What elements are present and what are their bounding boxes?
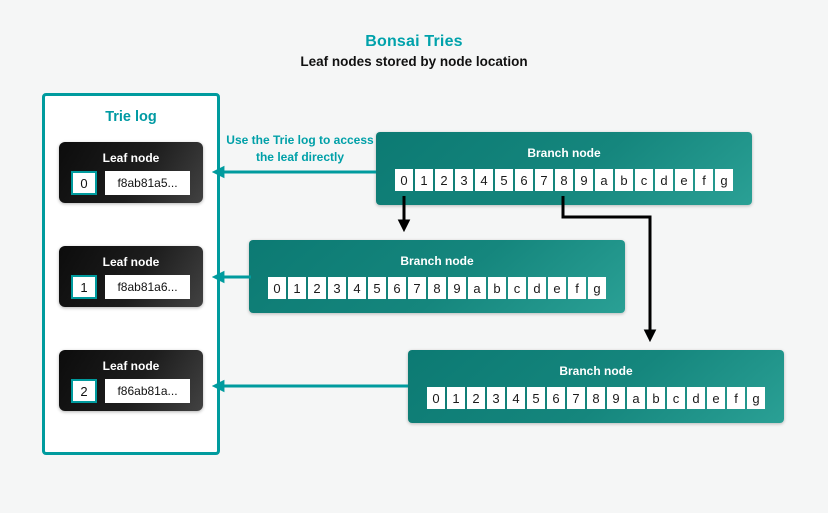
branch-cell: a (595, 169, 613, 191)
leaf-index-badge: 0 (71, 171, 97, 195)
branch-cell: 8 (428, 277, 446, 299)
branch-cell: 2 (467, 387, 485, 409)
branch-cell: c (508, 277, 526, 299)
branch-cell: 4 (348, 277, 366, 299)
leaf-hash-value: f8ab81a6... (105, 275, 190, 299)
page-subtitle: Leaf nodes stored by node location (300, 54, 528, 69)
branch-cell: d (655, 169, 673, 191)
branch-cell: 3 (328, 277, 346, 299)
branch-cell: f (727, 387, 745, 409)
branch-cell: e (675, 169, 693, 191)
leaf-node-label: Leaf node (102, 255, 160, 269)
branch-cell: b (488, 277, 506, 299)
leaf-node-row: 0 f8ab81a5... (71, 171, 190, 195)
leaf-index-badge: 1 (71, 275, 97, 299)
trie-log-annotation: Use the Trie log to access the leaf dire… (226, 133, 374, 165)
branch-node-label: Branch node (527, 146, 601, 160)
branch-cell: 7 (567, 387, 585, 409)
leaf-index-badge: 2 (71, 379, 97, 403)
branch-cell: 4 (475, 169, 493, 191)
branch-cell: 3 (487, 387, 505, 409)
branch-cell: 2 (435, 169, 453, 191)
branch-cell: d (687, 387, 705, 409)
branch-cell: 1 (415, 169, 433, 191)
branch-cell: f (568, 277, 586, 299)
trie-log-title: Trie log (105, 109, 157, 125)
branch-cell: g (715, 169, 733, 191)
branch-cell: f (695, 169, 713, 191)
branch-cell: 0 (268, 277, 286, 299)
branch-node-label: Branch node (400, 254, 474, 268)
branch-cell: e (707, 387, 725, 409)
branch-cell: b (647, 387, 665, 409)
branch-cell: 8 (555, 169, 573, 191)
leaf-hash-value: f86ab81a... (105, 379, 190, 403)
branch-cell: 1 (447, 387, 465, 409)
branch-cell: 6 (515, 169, 533, 191)
branch-cell: 2 (308, 277, 326, 299)
branch-cell: g (747, 387, 765, 409)
branch-cell: e (548, 277, 566, 299)
branch-cell: c (635, 169, 653, 191)
leaf-node-row: 1 f8ab81a6... (71, 275, 190, 299)
leaf-node-label: Leaf node (102, 359, 160, 373)
branch-cell: 9 (448, 277, 466, 299)
leaf-node-card-0: Leaf node 0 f8ab81a5... (59, 142, 203, 203)
branch-cell: a (627, 387, 645, 409)
branch-cell: c (667, 387, 685, 409)
branch-cell: 1 (288, 277, 306, 299)
branch-cell: 5 (368, 277, 386, 299)
branch-cell: g (588, 277, 606, 299)
leaf-node-label: Leaf node (102, 151, 160, 165)
leaf-node-row: 2 f86ab81a... (71, 379, 190, 403)
branch-cell: 7 (535, 169, 553, 191)
branch-cell: 8 (587, 387, 605, 409)
branch-cell: 9 (607, 387, 625, 409)
branch-cell: 3 (455, 169, 473, 191)
leaf-node-card-2: Leaf node 2 f86ab81a... (59, 350, 203, 411)
leaf-node-card-1: Leaf node 1 f8ab81a6... (59, 246, 203, 307)
branch-cell: 0 (395, 169, 413, 191)
branch-cell: d (528, 277, 546, 299)
branch-cell: b (615, 169, 633, 191)
branch-cell: 4 (507, 387, 525, 409)
branch-cell: 9 (575, 169, 593, 191)
branch-cell: 5 (527, 387, 545, 409)
diagram-header: Bonsai Tries Leaf nodes stored by node l… (0, 33, 828, 69)
branch-cell: 6 (388, 277, 406, 299)
branch-cell: 6 (547, 387, 565, 409)
page-title: Bonsai Tries (365, 33, 463, 50)
branch-node-label: Branch node (559, 364, 633, 378)
branch-cell: a (468, 277, 486, 299)
branch-cell: 5 (495, 169, 513, 191)
leaf-hash-value: f8ab81a5... (105, 171, 190, 195)
branch-cell: 7 (408, 277, 426, 299)
branch-cell: 0 (427, 387, 445, 409)
